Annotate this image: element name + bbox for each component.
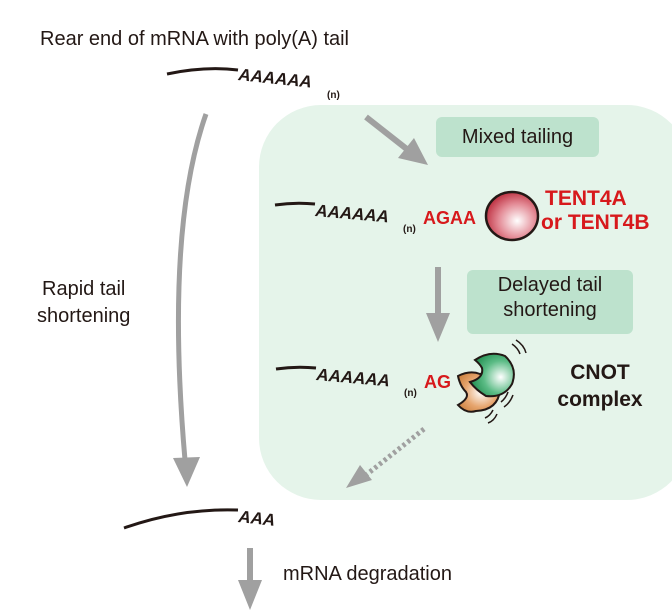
- delayed-shortening-arrow: [426, 267, 450, 342]
- tent4a-label: TENT4A: [545, 187, 627, 210]
- degradation-label: mRNA degradation: [283, 563, 452, 585]
- cnot-complex-icon: [456, 339, 527, 424]
- mixed-tail-mrna: AAAAAA (n) AGAA: [274, 201, 476, 235]
- degradation-arrow: [238, 548, 262, 610]
- delayed-label-line1: Delayed tail: [497, 274, 603, 296]
- poly-a-tail: AAAAAA: [237, 65, 313, 92]
- rapid-label-line2: shortening: [37, 305, 131, 327]
- added-nucleotides: AG: [424, 372, 451, 392]
- short-tail: AAA: [237, 507, 277, 530]
- dotted-arrow: [346, 427, 426, 488]
- mixed-tailing-tag: Mixed tailing: [436, 117, 599, 157]
- tent4-label: TENT4A or TENT4B: [541, 187, 650, 235]
- short-tail-mrna: AAA: [123, 507, 277, 530]
- tent4b-label: or TENT4B: [541, 211, 650, 234]
- cnot-label-line1: CNOT: [570, 361, 630, 384]
- diagram-title: Rear end of mRNA with poly(A) tail: [40, 28, 350, 50]
- poly-a-tail: AAAAAA: [315, 365, 391, 390]
- mrna-strand: [274, 201, 316, 207]
- trimmed-mrna: AAAAAA (n) AG: [275, 365, 451, 399]
- delayed-shortening-tag: Delayed tail shortening: [467, 270, 633, 334]
- rapid-label-line1: Rapid tail: [42, 278, 126, 300]
- poly-a-tail: AAAAAA: [314, 201, 390, 226]
- added-nucleotides: AGAA: [423, 208, 476, 228]
- mixed-tailing-arrow: [364, 114, 428, 165]
- tail-subscript: (n): [327, 90, 340, 101]
- cnot-label: CNOT complex: [545, 359, 655, 413]
- mrna-strand: [123, 508, 239, 530]
- cnot-label-line2: complex: [557, 388, 643, 411]
- mrna-strand: [275, 365, 317, 371]
- mrna-strand: [166, 67, 239, 76]
- rapid-shortening-label: Rapid tail shortening: [37, 276, 130, 330]
- delayed-label-line2: shortening: [503, 299, 597, 321]
- tail-subscript: (n): [403, 224, 416, 235]
- tent4-enzyme-icon: [484, 190, 540, 242]
- rapid-shortening-arrow: [173, 113, 209, 487]
- tail-subscript: (n): [404, 388, 417, 399]
- initial-mrna: AAAAAA (n): [166, 65, 340, 101]
